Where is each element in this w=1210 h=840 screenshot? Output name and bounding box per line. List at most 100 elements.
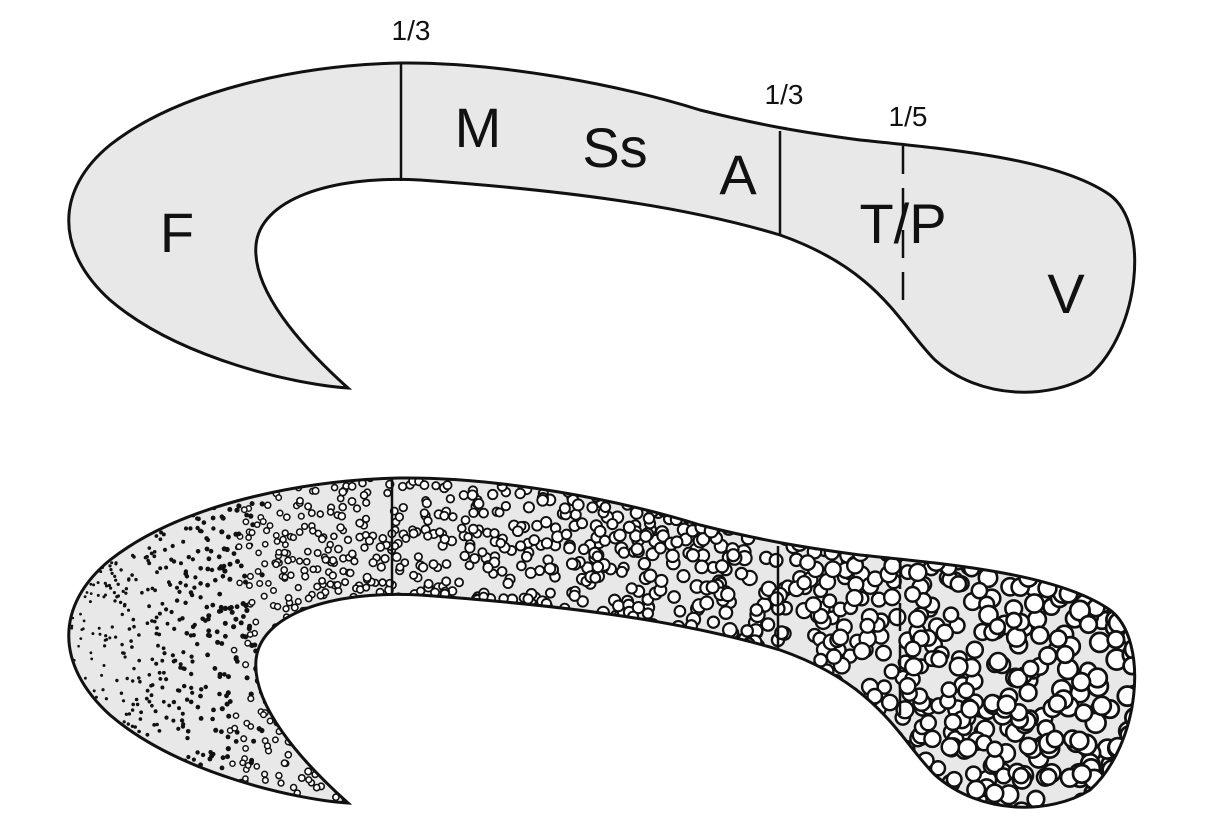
cell-dot — [72, 541, 75, 544]
cell-dot — [198, 693, 203, 699]
cell-dot — [198, 595, 203, 600]
cell-dot — [127, 627, 132, 631]
cell-dot — [528, 463, 538, 473]
cell-dot — [911, 477, 931, 497]
cell-dot — [69, 694, 72, 697]
cell-dot — [941, 485, 960, 504]
cell-dot — [105, 638, 109, 641]
cell-dot — [812, 802, 830, 808]
cell-dot — [295, 528, 304, 536]
cell-dot — [259, 518, 267, 526]
cell-dot — [158, 566, 163, 571]
cell-dot — [706, 748, 722, 764]
cell-dot — [533, 646, 545, 658]
cell-dot — [332, 633, 341, 643]
cell-dot — [844, 784, 860, 801]
cell-dot — [379, 786, 389, 796]
cell-dot — [1071, 546, 1094, 569]
cell-dot — [587, 803, 602, 808]
cell-dot — [290, 652, 299, 661]
cell-dot — [741, 477, 757, 481]
cell-dot — [725, 488, 740, 503]
cell-dot — [470, 719, 482, 731]
cell-dot — [66, 492, 68, 494]
cell-dot — [505, 787, 517, 799]
cell-dot — [86, 466, 89, 469]
cell-dot — [272, 560, 280, 569]
cell-dot — [79, 612, 82, 616]
cell-dot — [146, 467, 150, 471]
cell-dot — [291, 679, 300, 688]
cell-dot — [70, 500, 74, 503]
cell-dot — [517, 801, 531, 808]
cell-dot — [164, 565, 169, 570]
cell-dot — [672, 664, 687, 679]
cell-dot — [749, 603, 764, 617]
cell-dot — [331, 793, 340, 802]
cell-dot — [222, 605, 228, 612]
cell-dot — [102, 595, 106, 599]
cell-dot — [776, 712, 792, 727]
cell-dot — [519, 789, 532, 802]
cell-dot — [749, 807, 765, 808]
cell-dot — [277, 719, 286, 727]
cell-dot — [206, 797, 211, 802]
cell-dot — [420, 804, 431, 808]
cell-dot — [979, 477, 998, 487]
cell-dot — [692, 696, 707, 711]
cell-dot — [814, 799, 832, 808]
cell-dot — [535, 745, 548, 758]
cell-dot — [1101, 547, 1124, 570]
cell-dot — [110, 571, 114, 576]
cell-dot — [622, 769, 635, 783]
cell-dot — [376, 638, 386, 647]
cell-dot — [134, 465, 138, 469]
cell-dot — [384, 810, 391, 817]
cell-dot — [104, 584, 109, 588]
cell-dot — [505, 677, 517, 689]
cell-dot — [102, 480, 106, 484]
cell-dot — [204, 604, 210, 610]
cell-dot — [383, 488, 392, 498]
cell-dot — [1123, 637, 1135, 661]
cell-dot — [321, 555, 330, 564]
cell-dot — [955, 538, 975, 557]
cell-dot — [181, 650, 186, 655]
fraction-label-2: 1/3 — [765, 79, 804, 110]
cell-dot — [89, 651, 93, 655]
cell-dot — [236, 579, 243, 587]
cell-dot — [347, 609, 357, 619]
cell-dot — [747, 478, 763, 495]
cell-dot — [436, 627, 446, 638]
cell-dot — [467, 617, 478, 629]
cell-dot — [764, 498, 779, 513]
cell-dot — [546, 754, 558, 766]
cell-dot — [298, 723, 307, 731]
cell-dot — [120, 612, 125, 617]
cell-dot — [1038, 646, 1058, 666]
cell-dot — [219, 706, 225, 712]
cell-dot — [124, 587, 129, 591]
cell-dot — [96, 593, 100, 597]
cell-dot — [304, 736, 313, 745]
cell-dot — [435, 650, 445, 661]
cell-dot — [317, 763, 326, 771]
cell-dot — [68, 513, 71, 517]
cell-dot — [779, 526, 795, 542]
cell-dot — [528, 789, 540, 801]
cell-dot — [302, 691, 310, 700]
cell-dot — [391, 597, 402, 608]
cell-dot — [1118, 603, 1135, 625]
cell-dot — [321, 654, 330, 663]
cell-dot — [592, 707, 606, 721]
cell-dot — [752, 707, 768, 724]
cell-dot — [209, 567, 215, 573]
cell-dot — [834, 690, 851, 707]
cell-dot — [246, 479, 252, 485]
cell-dot — [578, 701, 592, 715]
cell-dot — [772, 700, 788, 716]
cell-dot — [254, 482, 260, 488]
cell-dot — [823, 692, 841, 711]
cell-dot — [177, 589, 182, 595]
cell-dot — [243, 634, 249, 640]
